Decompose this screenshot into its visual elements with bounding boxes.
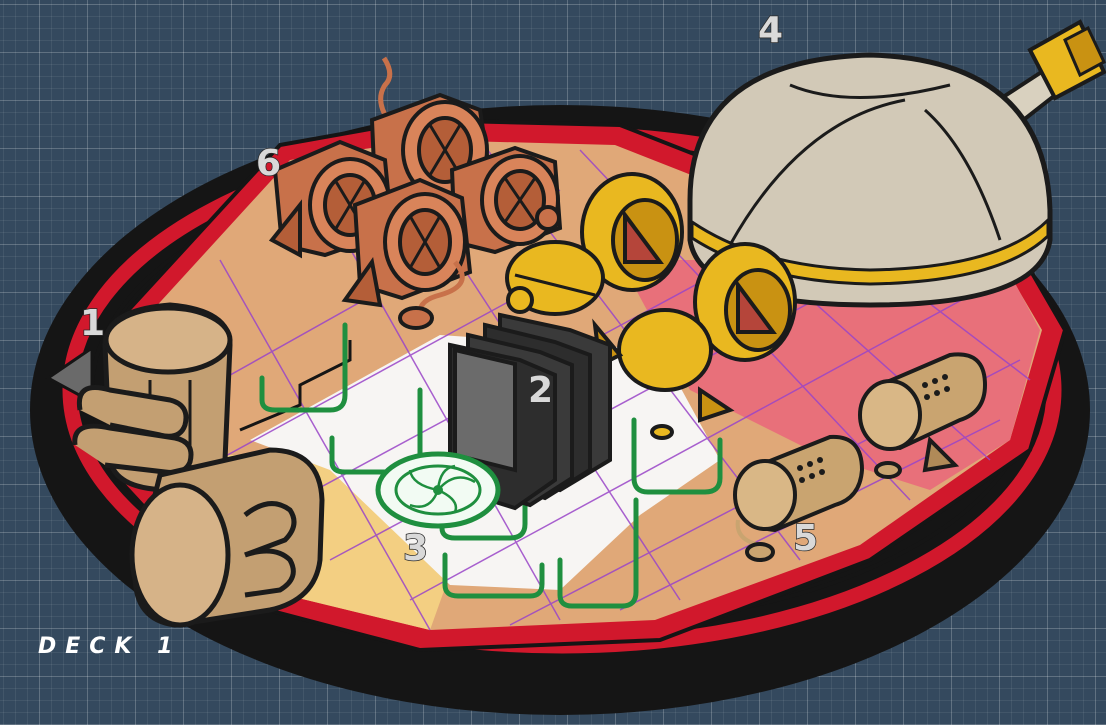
room-label-2: 2 [528,370,553,411]
room-label-3: 3 [403,528,428,569]
room-label-4: 4 [758,10,783,51]
room-label-5: 5 [793,518,818,559]
room-label-1: 1 [80,303,105,344]
deck-label: DECK 1 [38,634,181,659]
teleporter-pad[interactable] [378,454,498,526]
room-label-6: 6 [256,143,281,184]
